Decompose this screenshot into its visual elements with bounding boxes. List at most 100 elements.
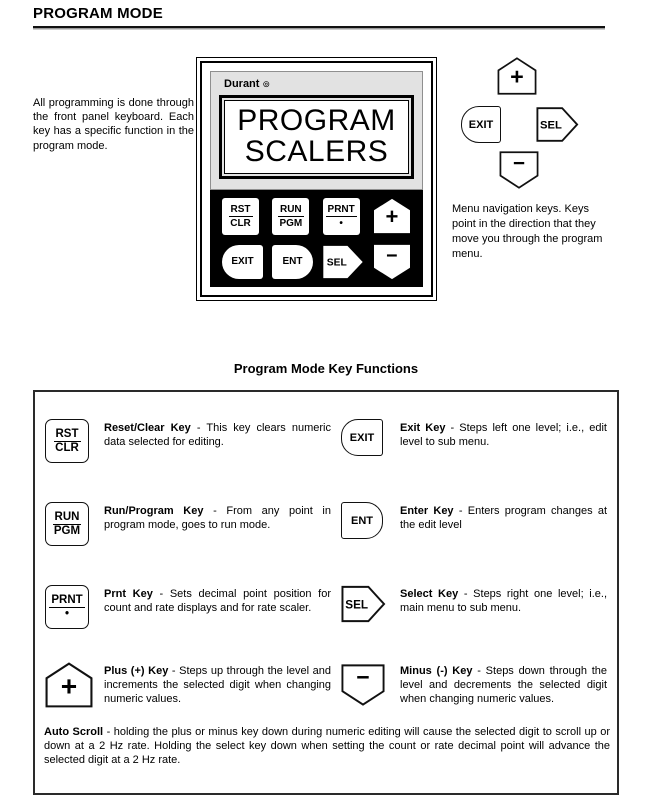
term: Exit Key <box>400 422 446 434</box>
sel-key-table-icon: SEL <box>341 585 386 623</box>
plus-key-icon: + <box>373 198 410 234</box>
nav-minus-label: − <box>513 152 525 175</box>
table-row: + Plus (+) Key - Steps up through the le… <box>35 662 617 722</box>
intro-paragraph: All programming is done through the fron… <box>33 97 194 152</box>
sel-key-icon: SEL <box>323 245 363 278</box>
note-term: Auto Scroll <box>44 726 104 738</box>
run-pgm-key: RUN PGM <box>272 197 310 235</box>
brand-label: Durant ⊚ <box>224 78 422 90</box>
rst-key-label: RST <box>228 203 253 217</box>
device-display-screen: PROGRAM SCALERS <box>224 100 409 174</box>
desc: - Steps right one level; i.e., main menu… <box>400 588 607 614</box>
plus-key-table-icon: + <box>45 662 93 708</box>
device-display: PROGRAM SCALERS <box>219 95 414 179</box>
run-pgm-key-icon: RUN PGM <box>45 502 89 546</box>
desc: - Sets decimal point position for count … <box>104 588 331 614</box>
nav-caption: Menu navigation keys. Keys point in the … <box>452 203 603 260</box>
keypad-row-1: RST CLR RUN PGM PRNT • + <box>222 197 411 235</box>
term: Prnt Key <box>104 588 153 600</box>
desc: - From any point in program mode, goes t… <box>104 505 331 531</box>
desc: - Steps up through the level and increme… <box>104 665 331 705</box>
pgm-key-label: PGM <box>279 217 303 229</box>
functions-heading: Program Mode Key Functions <box>233 361 419 376</box>
prnt-desc: Prnt Key - Sets decimal point position f… <box>104 585 331 615</box>
rst-clr-key-icon: RST CLR <box>45 419 89 463</box>
ent-key-icon: ENT <box>341 502 383 539</box>
table-row: RUN PGM Run/Program Key - From any point… <box>35 502 617 585</box>
select-cell: SEL Select Key - Steps right one level; … <box>341 585 617 628</box>
minus-key-icon: − <box>374 244 410 279</box>
prnt-key-label: PRNT <box>325 203 357 217</box>
icon-col: PRNT • <box>35 585 104 629</box>
term: Plus (+) Key <box>104 665 169 677</box>
term: Select Key <box>400 588 459 600</box>
term: Run/Program Key <box>104 505 204 517</box>
clr-label: CLR <box>55 441 79 454</box>
term: Minus (-) Key <box>400 665 473 677</box>
minus-key-label: − <box>386 245 397 267</box>
nav-minus-key-icon: − <box>499 151 539 189</box>
title-rule <box>33 26 605 28</box>
desc: - This key clears numeric data selected … <box>104 422 331 448</box>
minus-label: − <box>356 664 369 690</box>
minus-cell: − Minus (-) Key - Steps down through the… <box>341 662 617 713</box>
device-panel-frame: Durant ⊚ PROGRAM SCALERS RST CLR RUN PGM <box>200 61 433 297</box>
term: Reset/Clear Key <box>104 422 191 434</box>
enter-desc: Enter Key - Enters program changes at th… <box>400 502 607 532</box>
run-program-desc: Run/Program Key - From any point in prog… <box>104 502 331 532</box>
run-key-label: RUN <box>277 203 304 217</box>
decimal-dot-label: • <box>339 217 343 229</box>
plus-key-label: + <box>386 204 399 229</box>
run-label: RUN <box>52 510 82 525</box>
term: Enter Key <box>400 505 454 517</box>
icon-col: ENT <box>341 502 400 539</box>
plus-desc: Plus (+) Key - Steps up through the leve… <box>104 662 331 706</box>
display-line-2: SCALERS <box>244 135 389 168</box>
rst-label: RST <box>53 427 81 442</box>
minus-key-table-icon: − <box>341 664 385 706</box>
note-desc: - holding the plus or minus key down dur… <box>44 726 611 766</box>
table-row: PRNT • Prnt Key - Sets decimal point pos… <box>35 585 617 662</box>
prnt-key-icon: PRNT • <box>45 585 89 629</box>
device-bezel: Durant ⊚ PROGRAM SCALERS <box>210 71 423 190</box>
enter-cell: ENT Enter Key - Enters program changes a… <box>341 502 617 539</box>
dot-label: • <box>64 607 70 620</box>
nav-sel-label: SEL <box>540 120 562 132</box>
desc: - Steps left one level; i.e., edit level… <box>400 422 607 448</box>
rst-clr-key: RST CLR <box>222 197 259 235</box>
device-front-panel: Durant ⊚ PROGRAM SCALERS RST CLR RUN PGM <box>196 57 437 301</box>
prnt-label: PRNT <box>49 593 85 608</box>
icon-col: SEL <box>341 585 400 628</box>
display-line-1: PROGRAM <box>237 104 396 137</box>
desc: - Steps down through the level and decre… <box>400 665 607 705</box>
brand-mark-icon: ⊚ <box>262 79 271 89</box>
plus-label: + <box>61 669 77 701</box>
exit-key-icon: EXIT <box>341 419 383 456</box>
reset-clear-desc: Reset/Clear Key - This key clears numeri… <box>104 419 331 449</box>
desc: - Enters program changes at the edit lev… <box>400 505 608 531</box>
ent-key: ENT <box>272 244 313 279</box>
exit-cell: EXIT Exit Key - Steps left one level; i.… <box>341 419 617 456</box>
nav-plus-label: + <box>510 64 524 90</box>
nav-plus-key-icon: + <box>497 57 537 95</box>
table-row: RST CLR Reset/Clear Key - This key clear… <box>35 419 617 502</box>
nav-exit-key: EXIT <box>461 106 501 143</box>
icon-col: EXIT <box>341 419 400 456</box>
keypad-row-2: EXIT ENT SEL − <box>222 244 411 280</box>
icon-col: RUN PGM <box>35 502 104 546</box>
minus-desc: Minus (-) Key - Steps down through the l… <box>400 662 607 706</box>
exit-desc: Exit Key - Steps left one level; i.e., e… <box>400 419 607 449</box>
select-desc: Select Key - Steps right one level; i.e.… <box>400 585 607 615</box>
exit-key: EXIT <box>222 244 263 279</box>
prnt-key: PRNT • <box>322 197 360 235</box>
prnt-cell: PRNT • Prnt Key - Sets decimal point pos… <box>35 585 341 629</box>
functions-table: RST CLR Reset/Clear Key - This key clear… <box>33 390 619 795</box>
device-keypad: RST CLR RUN PGM PRNT • + EXIT ENT <box>210 190 423 287</box>
nav-sel-key-icon: SEL <box>536 107 579 142</box>
reset-clear-cell: RST CLR Reset/Clear Key - This key clear… <box>35 419 341 463</box>
plus-cell: + Plus (+) Key - Steps up through the le… <box>35 662 341 713</box>
run-program-cell: RUN PGM Run/Program Key - From any point… <box>35 502 341 546</box>
icon-col: RST CLR <box>35 419 104 463</box>
sel-key-label: SEL <box>327 257 347 268</box>
icon-col: − <box>341 662 400 713</box>
